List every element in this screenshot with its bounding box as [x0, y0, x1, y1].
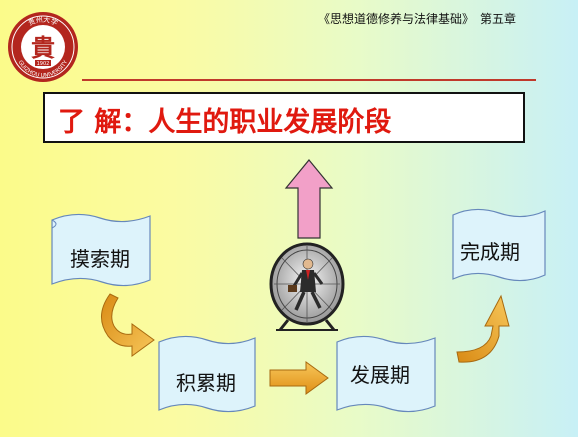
- seal-glyph: 貴: [31, 34, 55, 62]
- right-arrow-icon: [269, 361, 329, 395]
- university-seal-icon: 贵州大学 GUIZHOU UNIVERSITY 貴 1902: [8, 12, 78, 82]
- stage-label-complete: 完成期: [460, 240, 520, 264]
- stage-label-develop: 发展期: [350, 363, 410, 387]
- hamster-wheel-icon: [269, 242, 345, 331]
- stage-scroll-explore: [51, 213, 151, 287]
- stage-scroll-complete: [452, 208, 546, 282]
- stage-scroll-accumulate: [158, 335, 256, 413]
- course-chapter-header: 《思想道德修养与法律基础》 第五章: [318, 12, 517, 26]
- curved-arrow-icon: [101, 293, 155, 357]
- seal-year: 1902: [37, 61, 50, 67]
- curved-arrow-icon: [456, 294, 510, 363]
- stage-label-explore: 摸索期: [70, 247, 130, 271]
- title-box: [43, 92, 525, 143]
- header-divider: [82, 79, 536, 81]
- slide-title: 了 解：人生的职业发展阶段: [58, 107, 392, 138]
- stage-label-accumulate: 积累期: [176, 371, 236, 395]
- stage-scroll-develop: [336, 335, 436, 413]
- up-arrow-icon: [284, 159, 334, 239]
